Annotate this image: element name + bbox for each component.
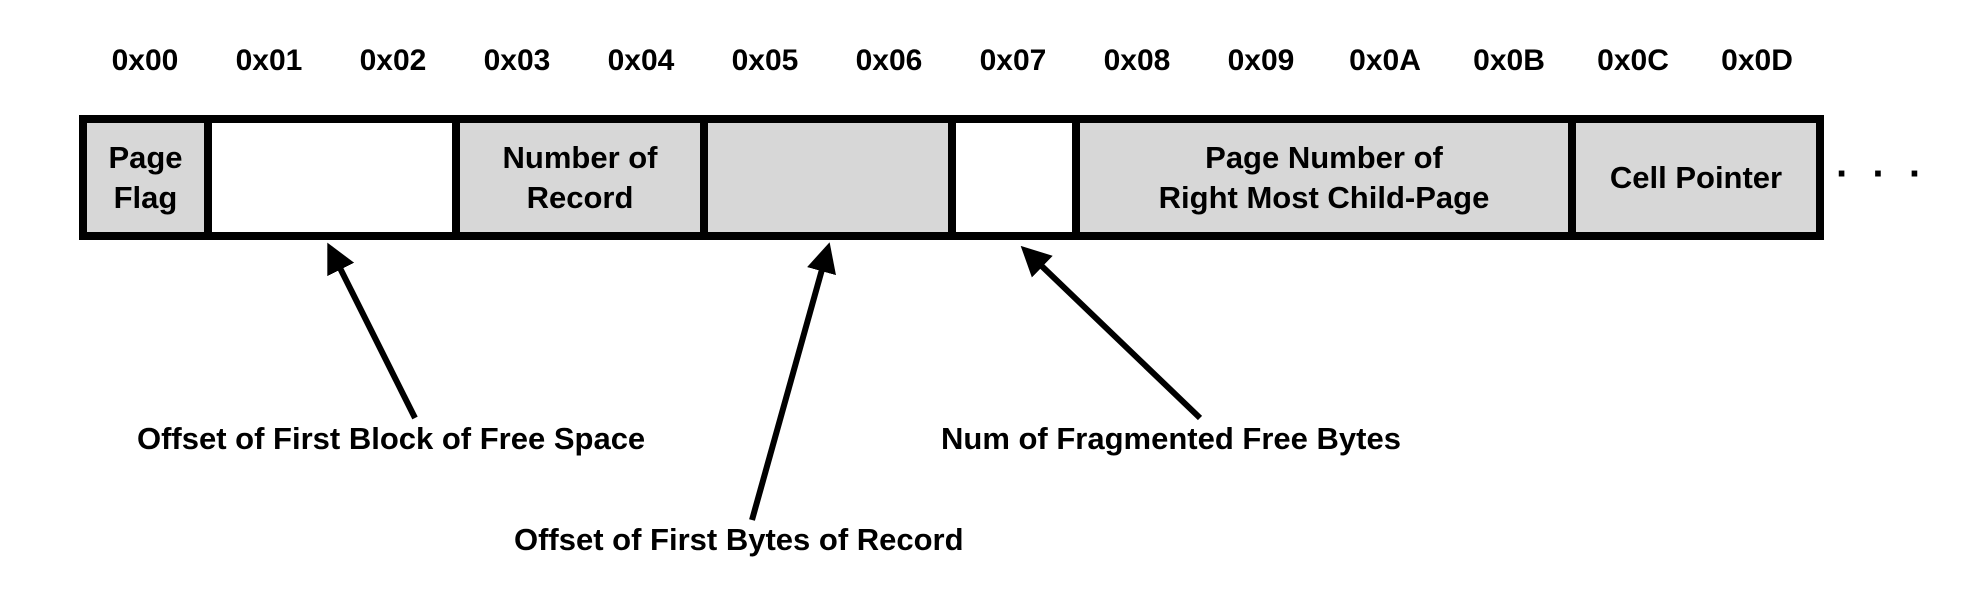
field-cell-pointer: Cell Pointer	[1568, 115, 1824, 240]
offset-label: 0x01	[235, 44, 303, 77]
offset-label: 0x06	[855, 44, 923, 77]
arrow-record-start	[749, 242, 836, 521]
annotation-record-start-label: Offset of First Bytes of Record	[514, 522, 964, 557]
annotation-fragmented-label: Num of Fragmented Free Bytes	[941, 421, 1401, 456]
arrow-fragmented-bytes	[1020, 245, 1203, 421]
field-free-block-offset	[204, 115, 460, 240]
field-label: Page Number of Right Most Child-Page	[1158, 139, 1490, 215]
offset-label: 0x07	[979, 44, 1047, 77]
offset-label: 0x0D	[1721, 44, 1793, 77]
field-page-flag: Page Flag	[79, 115, 212, 240]
offset-label: 0x04	[607, 44, 675, 77]
offset-label: 0x0A	[1349, 44, 1421, 77]
annotation-free-block-label: Offset of First Block of Free Space	[137, 421, 646, 456]
offset-label: 0x08	[1103, 44, 1171, 77]
field-right-most-child-page: Page Number of Right Most Child-Page	[1072, 115, 1576, 240]
offset-label: 0x0C	[1597, 44, 1669, 77]
field-label: Page Flag	[108, 139, 183, 215]
field-label: Number of Record	[502, 139, 658, 215]
offset-label: 0x09	[1227, 44, 1295, 77]
continuation-ellipsis: · · ·	[1836, 152, 1929, 196]
offset-label: 0x05	[731, 44, 799, 77]
offset-label: 0x00	[111, 44, 179, 77]
field-record-start-offset	[700, 115, 956, 240]
offset-label: 0x0B	[1473, 44, 1545, 77]
field-label: Cell Pointer	[1609, 159, 1783, 195]
offset-label: 0x03	[483, 44, 551, 77]
offset-label: 0x02	[359, 44, 427, 77]
arrow-free-block	[327, 242, 418, 420]
